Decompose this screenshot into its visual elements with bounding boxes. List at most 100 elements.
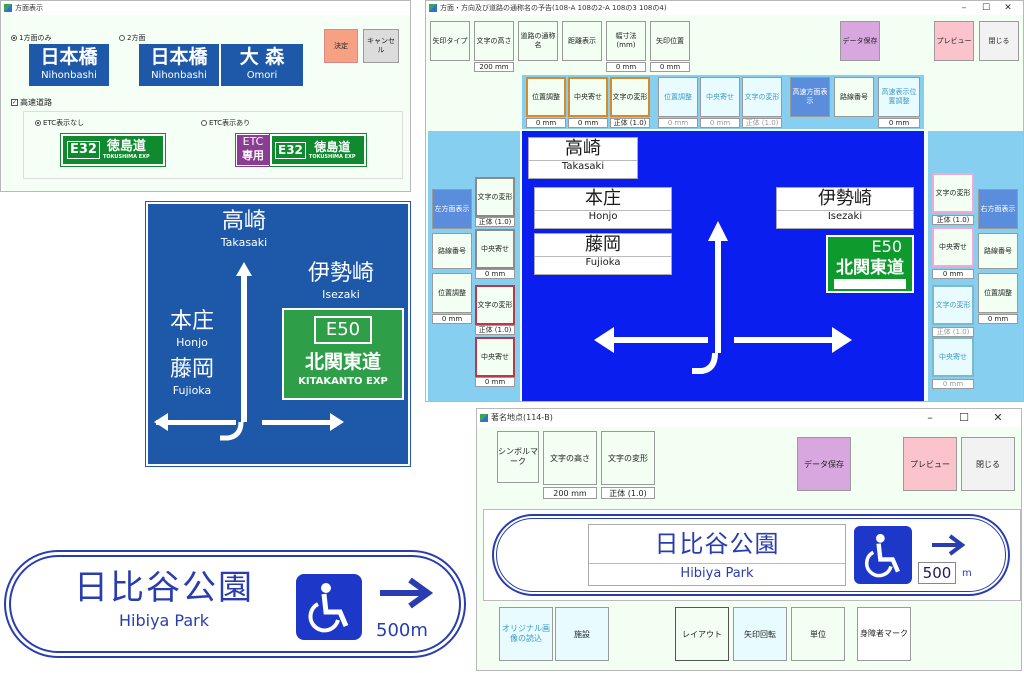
distance-number[interactable]: 500 (918, 562, 956, 584)
sign-preview-two[interactable]: 日本橋 Nihonbashi 大 森 Omori (139, 44, 303, 86)
minimize-icon[interactable]: – (927, 411, 933, 424)
save-data-button[interactable]: データ保存 (840, 21, 880, 61)
right-deform-value-1[interactable]: 正体 (1.0) (932, 215, 974, 225)
top-center-value[interactable]: 0 mm (568, 118, 608, 128)
arrow-position-value[interactable]: 0 mm (650, 62, 690, 72)
sign-preview-one[interactable]: 日本橋 Nihonbashi (29, 44, 109, 86)
left-deform-value-2[interactable]: 正体 (1.0) (475, 325, 515, 335)
right-center-button-1[interactable]: 中央寄せ (932, 227, 974, 267)
left-deform-value-1[interactable]: 正体 (1.0) (475, 217, 515, 227)
text-height-button[interactable]: 文字の高さ (543, 431, 597, 485)
road-name-button[interactable]: 道路の通称名 (518, 21, 558, 61)
radio-one-direction[interactable]: 1方面のみ (11, 33, 51, 43)
app-icon (4, 4, 12, 12)
radio-etc-show[interactable]: ETC表示あり (201, 118, 250, 128)
close-icon[interactable]: ✕ (1004, 3, 1012, 13)
direction-display-window: 方面表示 1方面のみ 2方面 日本橋 Nihonbashi 日本橋 Nihonb… (0, 0, 411, 192)
top-center-button[interactable]: 中央寄せ (568, 77, 608, 117)
preview-button[interactable]: プレビュー (903, 437, 957, 491)
ok-button[interactable]: 決定 (324, 29, 358, 63)
top-position-value[interactable]: 0 mm (526, 118, 566, 128)
left-center-button-2[interactable]: 中央寄せ (475, 337, 515, 377)
arrow-position-button[interactable]: 矢印位置 (650, 21, 690, 61)
app-icon (480, 414, 488, 422)
text-deform-button[interactable]: 文字の変形 (601, 431, 655, 485)
right-deform-button-1[interactable]: 文字の変形 (932, 173, 974, 213)
cancel-button[interactable]: キャンセル (363, 29, 399, 63)
unit-button[interactable]: 単位 (791, 607, 845, 661)
width-dim-button[interactable]: 幅寸法(mm) (606, 21, 646, 61)
width-dim-value[interactable]: 0 mm (606, 62, 646, 72)
canvas-label-right[interactable]: 伊勢崎 Isezaki (776, 187, 914, 229)
arrow-right-icon[interactable] (930, 532, 966, 558)
radio-two-direction[interactable]: 2方面 (119, 33, 145, 43)
wheelchair-icon[interactable] (854, 526, 912, 584)
right-center-value-1[interactable]: 0 mm (932, 269, 974, 279)
preview-button[interactable]: プレビュー (934, 21, 974, 61)
route-number-button[interactable]: 路線番号 (834, 77, 874, 117)
right-position-button[interactable]: 位置調整 (658, 77, 698, 117)
layout-button[interactable]: レイアウト (675, 607, 729, 661)
arrow-type-button[interactable]: 矢印タイプ (430, 21, 470, 61)
symbol-mark-button[interactable]: シンボルマーク (497, 431, 539, 483)
top-deform-value[interactable]: 正体 (1.0) (610, 118, 650, 128)
canvas-label-left-1[interactable]: 本庄 Honjo (534, 187, 672, 229)
text-height-button[interactable]: 文字の高さ (474, 21, 514, 61)
left-position-button[interactable]: 位置調整 (432, 273, 472, 313)
expressway-direction-button[interactable]: 高速方面表示 (790, 77, 830, 117)
distance-display-button[interactable]: 距離表示 (562, 21, 602, 61)
minimize-icon[interactable]: – (961, 3, 967, 13)
arrow-rotate-button[interactable]: 矢印回転 (733, 607, 787, 661)
expressway-checkbox[interactable]: ✓高速道路 (11, 98, 52, 107)
close-button[interactable]: 閉じる (961, 437, 1015, 491)
left-center-value-2[interactable]: 0 mm (475, 377, 515, 387)
left-route-number-button[interactable]: 路線番号 (432, 233, 472, 269)
etc-expressway-sign-preview[interactable]: ETC 専用 E32 徳島道 TOKUSHIMA EXP (235, 133, 367, 167)
window-titlebar: 方面・方向及び道路の通称名の予告(108-A 108の2-A 108の3 108… (426, 1, 1023, 15)
radio-icon (35, 120, 41, 126)
right-deform-value[interactable]: 正体 (1.0) (742, 118, 782, 128)
disabled-mark-button[interactable]: 身障者マーク (857, 607, 911, 661)
canvas-label-left-2[interactable]: 藤岡 Fujioka (534, 233, 672, 275)
top-position-button[interactable]: 位置調整 (526, 77, 566, 117)
maximize-icon[interactable]: ☐ (959, 411, 969, 424)
text-height-value[interactable]: 200 mm (474, 62, 514, 72)
right-direction-button[interactable]: 右方面表示 (978, 189, 1018, 229)
canvas-expressway-panel[interactable]: E50 北関東道 (826, 235, 914, 293)
right-position-value[interactable]: 0 mm (658, 118, 698, 128)
left-center-value-1[interactable]: 0 mm (475, 269, 515, 279)
right-route-number-button[interactable]: 路線番号 (978, 233, 1018, 269)
right-deform-button-2[interactable]: 文字の変形 (932, 285, 974, 325)
right-deform-button[interactable]: 文字の変形 (742, 77, 782, 117)
left-position-value[interactable]: 0 mm (432, 314, 472, 324)
left-deform-button-2[interactable]: 文字の変形 (475, 285, 515, 325)
close-button[interactable]: 閉じる (979, 21, 1019, 61)
expressway-sign-preview[interactable]: E32 徳島道 TOKUSHIMA EXP (60, 133, 166, 167)
top-deform-button[interactable]: 文字の変形 (610, 77, 650, 117)
right-position-value[interactable]: 0 mm (978, 314, 1018, 324)
left-center-button-1[interactable]: 中央寄せ (475, 229, 515, 269)
sign-canvas[interactable]: 高崎 Takasaki 本庄 Honjo 藤岡 Fujioka 伊勢崎 Isez… (522, 131, 924, 401)
canvas-label-top[interactable]: 高崎 Takasaki (528, 137, 638, 179)
expressway-position-button[interactable]: 高速表示位置調整 (878, 77, 920, 117)
right-center-button-2[interactable]: 中央寄せ (932, 337, 974, 377)
right-center-button[interactable]: 中央寄せ (700, 77, 740, 117)
radio-etc-none[interactable]: ETC表示なし (35, 118, 84, 128)
save-data-button[interactable]: データ保存 (797, 437, 851, 491)
close-icon[interactable]: ✕ (993, 411, 1003, 424)
canvas-park-name[interactable]: 日比谷公園 Hibiya Park (588, 524, 846, 586)
right-center-value-2[interactable]: 0 mm (932, 379, 974, 389)
left-deform-button-1[interactable]: 文字の変形 (475, 177, 515, 217)
left-direction-button[interactable]: 左方面表示 (432, 189, 472, 229)
load-image-button[interactable]: オリジナル画像の読込 (499, 607, 553, 661)
maximize-icon[interactable]: ☐ (981, 3, 991, 13)
expressway-position-value[interactable]: 0 mm (878, 118, 920, 128)
right-position-button[interactable]: 位置調整 (978, 273, 1018, 313)
left-destination-1: 本庄 Honjo (169, 309, 214, 349)
right-center-value[interactable]: 0 mm (700, 118, 740, 128)
right-deform-value-2[interactable]: 正体 (1.0) (932, 327, 974, 337)
text-deform-value[interactable]: 正体 (1.0) (601, 487, 655, 499)
text-height-value[interactable]: 200 mm (543, 487, 597, 499)
facility-button[interactable]: 施設 (555, 607, 609, 661)
landmark-canvas[interactable]: 日比谷公園 Hibiya Park 500 m (483, 509, 1021, 601)
